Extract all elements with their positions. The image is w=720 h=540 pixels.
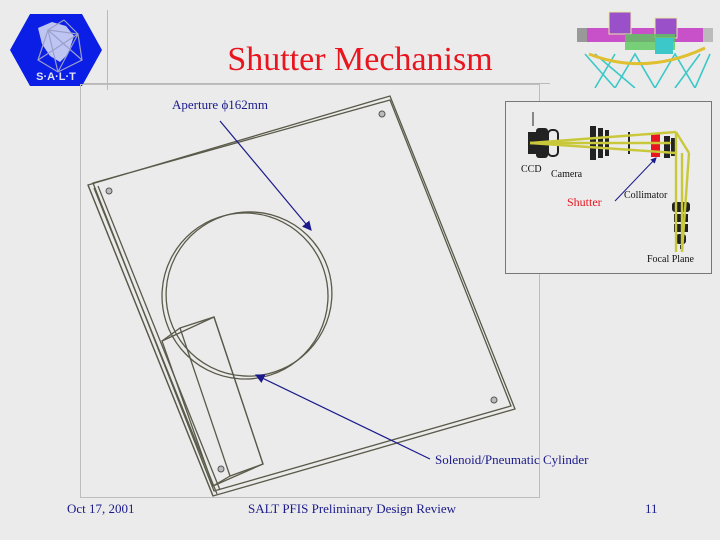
shutter-plate-drawing [80, 84, 540, 498]
camera-label: Camera [551, 169, 583, 180]
optical-path-inset: CCD Camera Collimator Shutter Focal Plan… [505, 101, 712, 274]
cylinder-callout: Solenoid/Pneumatic Cylinder [435, 452, 589, 467]
footer-title: SALT PFIS Preliminary Design Review [248, 501, 457, 516]
telescope-render [575, 4, 715, 90]
shutter-label: Shutter [567, 195, 602, 209]
slide-title: Shutter Mechanism [227, 41, 493, 78]
svg-text:S·A·L·T: S·A·L·T [36, 71, 76, 83]
cad-drawing-frame [80, 84, 540, 498]
aperture-callout: Aperture ϕ162mm [172, 97, 269, 112]
left-guide-line [107, 10, 108, 90]
page-number: 11 [645, 501, 658, 516]
title-underline [80, 83, 550, 84]
collimator-label: Collimator [624, 190, 668, 201]
footer-date: Oct 17, 2001 [67, 501, 135, 516]
focal-plane-label: Focal Plane [647, 254, 694, 265]
ccd-label: CCD [521, 164, 542, 175]
salt-logo: S·A·L·T [8, 10, 104, 90]
shutter-highlight [651, 133, 660, 157]
